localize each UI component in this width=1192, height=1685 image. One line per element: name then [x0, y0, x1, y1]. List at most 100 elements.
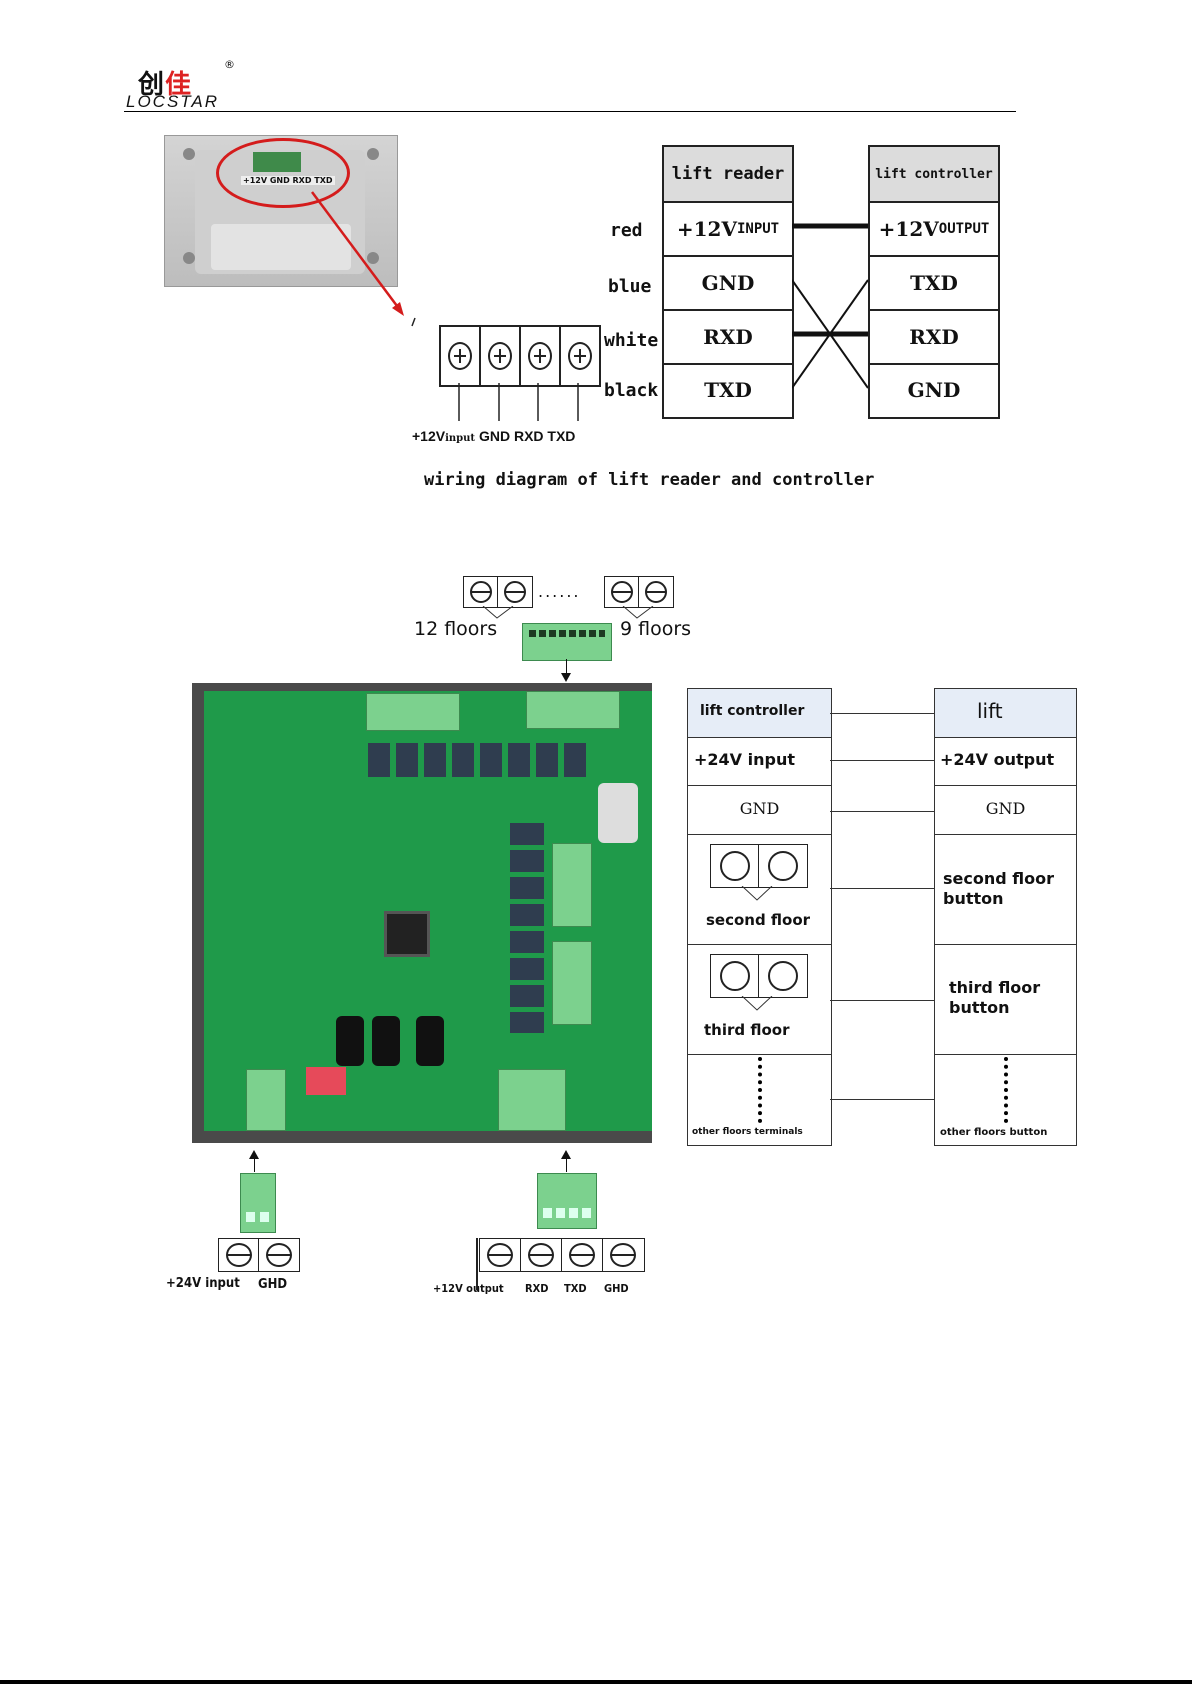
comm-terminal-connector	[537, 1173, 597, 1229]
lift-other-floors-button: other floors button	[940, 1127, 1048, 1138]
label-24v-input: +24V input	[166, 1276, 240, 1291]
row-main: +12V	[878, 217, 939, 241]
pcb-comm-terminal	[498, 1069, 566, 1131]
controller-column: lift controller +24V input GND second fl…	[687, 688, 832, 1146]
terminal-slot	[562, 1239, 603, 1271]
label-rxd: RXD	[513, 428, 544, 444]
pcb-terminal-side-lower	[552, 941, 592, 1025]
comm-terminal-block	[479, 1238, 645, 1272]
terminal-slot	[711, 955, 759, 997]
connector-screws	[246, 1212, 270, 1222]
arrow-down-icon	[561, 673, 571, 682]
lift-header: lift	[977, 699, 1003, 723]
reader-terminal-leads	[458, 383, 579, 421]
label-12v: +12V	[412, 428, 446, 444]
terminal-slot	[759, 955, 806, 997]
pcb-terminal-side-upper	[552, 843, 592, 927]
terminal-ellipsis: ......	[538, 582, 581, 601]
dotted-continuation	[758, 1057, 762, 1123]
floor-terminal-left	[463, 576, 533, 608]
relay-row-top	[368, 743, 590, 777]
controller-header: lift controller	[700, 703, 805, 719]
pcb-power-terminal	[246, 1069, 286, 1131]
lift-third-floor-cell: third floor button	[935, 944, 1076, 1054]
arrow-line	[566, 1158, 567, 1172]
mount-hole	[367, 148, 379, 160]
screw-minus-icon	[528, 1243, 554, 1267]
reader-terminal-labels: +12Vinput GND RXD TXD	[412, 428, 575, 444]
bracket	[741, 996, 773, 1011]
reader-controller-wires	[792, 223, 868, 389]
controller-board-photo	[192, 683, 652, 1143]
controller-second-floor-cell: second floor	[688, 834, 831, 944]
terminal-slot	[521, 327, 561, 385]
label-ghd: GHD	[258, 1277, 288, 1292]
row-main: +12V	[676, 217, 737, 241]
dip-switch	[306, 1067, 346, 1095]
terminal-slot	[759, 845, 806, 887]
screw-minus-icon	[610, 581, 633, 603]
lift-gnd-cell: GND	[935, 785, 1076, 834]
label-txd: TXD	[547, 428, 576, 444]
screw-minus-icon	[225, 1243, 252, 1267]
comm-terminal-edge	[476, 1238, 478, 1290]
screw-plus-icon	[568, 342, 592, 370]
terminal-slot	[605, 577, 639, 607]
screw-minus-icon	[265, 1243, 292, 1267]
wire-color-red: red	[610, 220, 643, 241]
controller-third-floor: third floor	[704, 1021, 790, 1039]
connect-line-third-floor	[830, 1000, 934, 1001]
lift-gnd: GND	[985, 799, 1026, 818]
floor-terminal-right	[604, 576, 674, 608]
terminal-slot	[498, 577, 531, 607]
wire-color-black: black	[604, 380, 659, 401]
screw-minus-icon	[503, 581, 526, 603]
bracket	[741, 886, 773, 901]
label-gnd: GND	[478, 428, 511, 444]
lift-column: lift +24V output GND second floor button…	[934, 688, 1077, 1146]
third-floor-terminal	[710, 954, 808, 998]
capacitor	[372, 1016, 400, 1066]
screw-minus-icon	[487, 1243, 513, 1267]
logo-chinese: 创佳	[138, 64, 192, 101]
lift-reader-header: lift reader	[664, 147, 792, 201]
screw-minus-icon	[469, 581, 492, 603]
relay-column-right	[510, 823, 544, 1033]
lift-controller-header: lift controller	[870, 147, 998, 201]
page-bottom-edge	[0, 1680, 1192, 1684]
controller-header-cell: lift controller	[688, 689, 831, 737]
controller-24v-input: +24V input	[694, 750, 795, 769]
controller-other-floors: other floors terminals	[692, 1127, 803, 1137]
lift-24v-output: +24V output	[940, 750, 1055, 769]
reader-row-rxd: RXD	[664, 309, 792, 363]
registered-mark: ®	[224, 58, 235, 71]
terminal-slot	[480, 1239, 521, 1271]
terminal-slot	[639, 577, 672, 607]
floor-brackets	[482, 606, 654, 619]
dotted-continuation	[1004, 1057, 1008, 1123]
terminal-slot	[561, 327, 599, 385]
reader-terminal-block	[439, 325, 601, 387]
reader-row-gnd: GND	[664, 255, 792, 309]
mount-bracket	[598, 783, 638, 843]
screw-minus-icon	[767, 961, 798, 991]
terminal-slot	[464, 577, 498, 607]
wiring-caption: wiring diagram of lift reader and contro…	[424, 470, 875, 490]
reader-cover	[211, 224, 351, 270]
arrow-up-icon	[561, 1150, 571, 1159]
label-rxd: RXD	[525, 1282, 549, 1295]
connect-line-24v	[830, 760, 934, 761]
lift-other-floors-cell: other floors button	[935, 1054, 1076, 1145]
controller-other-floors-cell: other floors terminals	[688, 1054, 831, 1145]
row-sub: OUTPUT	[938, 221, 990, 237]
pointer-arrow	[310, 191, 416, 327]
label-12v-output: +12V output	[433, 1282, 504, 1295]
mount-hole	[183, 252, 195, 264]
screw-minus-icon	[767, 851, 798, 881]
terminal-slot	[603, 1239, 643, 1271]
lift-third-floor-button: third floor button	[949, 978, 1041, 1017]
terminal-slot	[441, 327, 481, 385]
row-sub: INPUT	[736, 221, 780, 237]
controller-24v-cell: +24V input	[688, 737, 831, 785]
